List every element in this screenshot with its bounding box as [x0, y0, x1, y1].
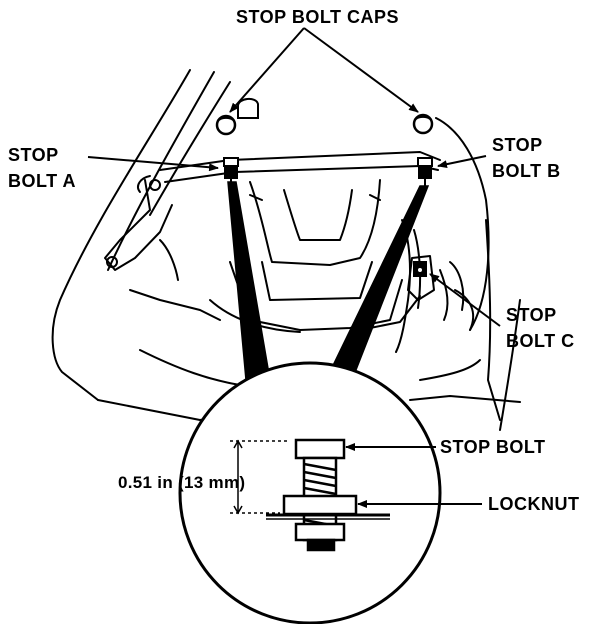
dimension-marker — [230, 439, 290, 515]
stop-bolt-b — [417, 157, 433, 186]
label-stop-bolt-b-line1: STOP — [492, 135, 543, 155]
stop-bolt-cap-right — [412, 113, 434, 135]
label-stop-bolt-c-line1: STOP — [506, 305, 557, 325]
label-locknut: LOCKNUT — [488, 494, 580, 514]
label-stop-bolt-a-line1: STOP — [8, 145, 59, 165]
bolt-detail — [266, 438, 390, 552]
label-stop-bolt-a-line2: BOLT A — [8, 171, 76, 191]
label-stop-bolt: STOP BOLT — [440, 437, 546, 457]
stop-bolt-c — [413, 261, 427, 277]
label-stop-bolt-b-line2: BOLT B — [492, 161, 561, 181]
label-stop-bolt-c-line2: BOLT C — [506, 331, 575, 351]
label-dimension: 0.51 in (13 mm) — [118, 473, 246, 492]
label-stop-bolt-caps: STOP BOLT CAPS — [236, 7, 400, 27]
callout-arrows — [87, 27, 501, 508]
reservoir-cap — [237, 98, 259, 119]
detail-leaders — [227, 181, 430, 381]
stop-bolt-cap-left — [215, 114, 237, 136]
engine-compartment — [51, 69, 521, 431]
